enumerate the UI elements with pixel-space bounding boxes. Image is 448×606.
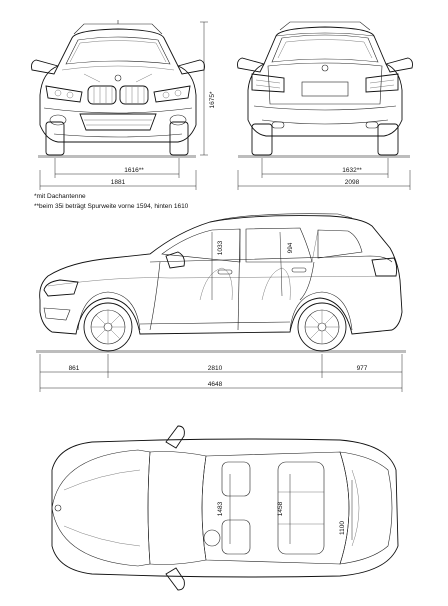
height-dimension: 1675*: [200, 21, 216, 156]
mirror-width-label: 2098: [345, 179, 360, 186]
antenna-note: *mit Dachantenne: [34, 193, 86, 200]
top-width-dimensions: 1483 1458 1100: [217, 474, 353, 544]
top-width-rear-label: 1458: [277, 501, 284, 516]
top-view: [51, 425, 399, 591]
rear-track-label: 1632**: [342, 167, 362, 174]
front-width-label: 1881: [111, 179, 126, 186]
length-dimensions: 861 2810 977 4648: [39, 354, 403, 392]
wheelbase-label: 2810: [208, 365, 223, 372]
front-track-label: 1616**: [124, 167, 144, 174]
front-overhang-label: 861: [69, 365, 80, 372]
side-view: [36, 213, 406, 353]
door-height-front-label: 1033: [217, 240, 224, 255]
rear-overhang-label: 977: [357, 365, 368, 372]
top-width-trunk-label: 1100: [339, 521, 346, 535]
top-width-front-label: 1483: [217, 501, 224, 516]
height-label: 1675*: [209, 91, 216, 108]
front-view: [31, 20, 205, 158]
length-label: 4648: [208, 381, 223, 388]
rear-view: [237, 21, 413, 158]
door-height-dimensions: 1033 994: [211, 231, 294, 300]
front-width-dimensions: 1616** 1881: [39, 158, 197, 190]
door-height-rear-label: 994: [287, 242, 294, 253]
rear-width-dimensions: 1632** 2098: [237, 158, 411, 190]
track-note: **beim 35i beträgt Spurweite vorne 1594,…: [34, 203, 189, 210]
